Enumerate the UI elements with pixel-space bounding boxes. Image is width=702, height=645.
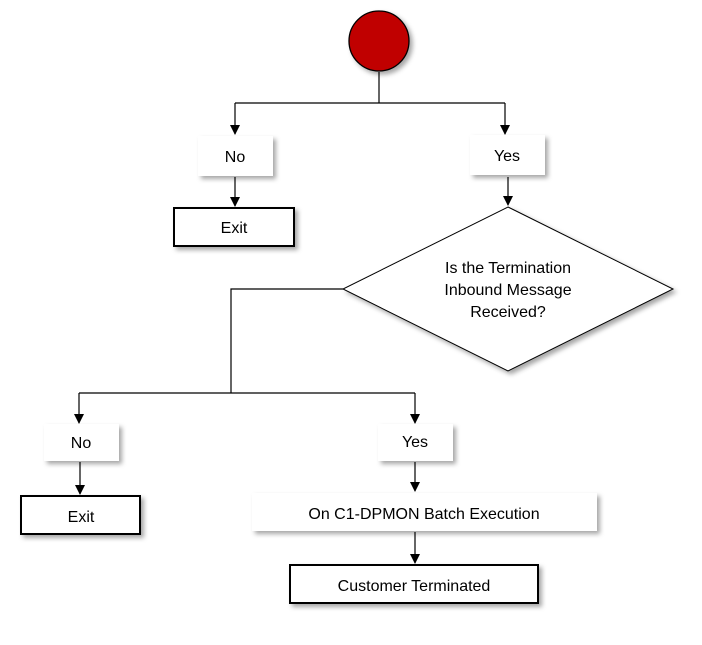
batch-step-node: On C1-DPMON Batch Execution <box>252 493 597 531</box>
no-node-2: No <box>44 424 119 461</box>
no-node-1: No <box>198 136 273 176</box>
no-node-2-label: No <box>71 435 92 452</box>
decision-line-2: Inbound Message <box>444 282 571 299</box>
yes-node-2-label: Yes <box>402 434 428 451</box>
decision-node: Is the Termination Inbound Message Recei… <box>341 206 675 372</box>
start-node <box>348 10 410 72</box>
yes-node-2: Yes <box>378 424 453 461</box>
yes-node-1-label: Yes <box>494 148 520 165</box>
final-state-node: Customer Terminated <box>289 564 539 604</box>
connector-decision-left <box>230 288 343 393</box>
decision-line-1: Is the Termination <box>445 260 571 277</box>
exit-node-2-label: Exit <box>68 509 95 526</box>
decision-line-3: Received? <box>470 304 546 321</box>
exit-node-1: Exit <box>173 207 295 247</box>
yes-node-1: Yes <box>470 135 545 175</box>
no-node-1-label: No <box>225 149 246 166</box>
connectors <box>74 72 513 564</box>
final-state-label: Customer Terminated <box>338 578 491 595</box>
exit-node-2: Exit <box>20 495 141 535</box>
exit-node-1-label: Exit <box>221 220 248 237</box>
batch-step-label: On C1-DPMON Batch Execution <box>308 506 539 523</box>
